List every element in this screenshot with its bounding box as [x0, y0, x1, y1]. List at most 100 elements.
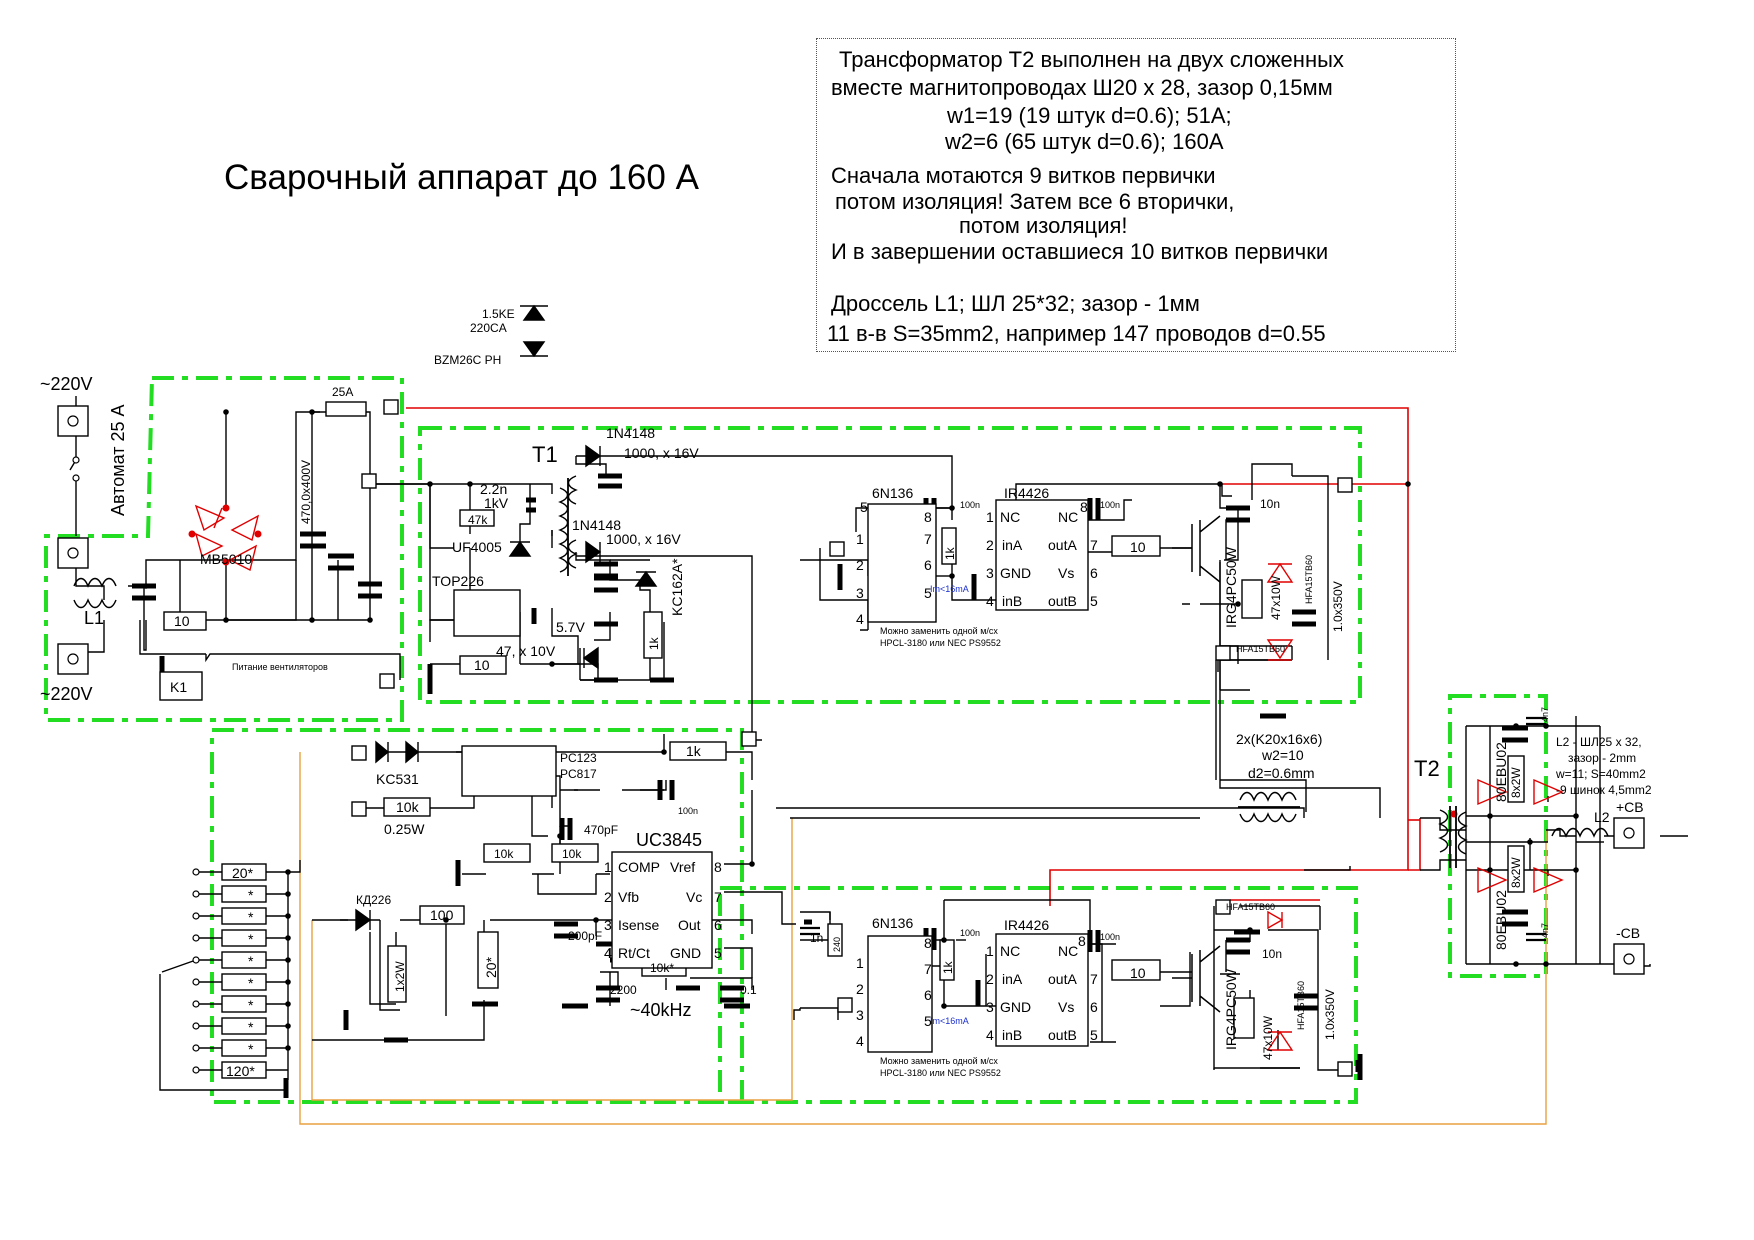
label-c1-350-top: 1.0x350V [1331, 581, 1345, 632]
label-minus: -СВ [1616, 925, 1640, 941]
label-shunt-bot: 120* [226, 1063, 255, 1079]
label-breaker: Автомат 25 А [108, 405, 128, 517]
note-line: И в завершении оставшиеся 10 витков перв… [831, 239, 1329, 264]
svg-text:Rt/Ct: Rt/Ct [618, 945, 650, 961]
label-cap47: 47, x 10V [496, 643, 556, 659]
label-uf4005: UF4005 [452, 539, 502, 555]
svg-text:inB: inB [1002, 1027, 1022, 1043]
svg-text:5: 5 [924, 585, 932, 601]
svg-text:6: 6 [714, 917, 722, 933]
svg-text:7: 7 [924, 961, 932, 977]
svg-text:4: 4 [986, 1027, 994, 1043]
label-l2-2: зазор - 2mm [1568, 751, 1636, 765]
label-80ebu-top: 80EBU02 [1493, 742, 1509, 802]
label-fan: Питание вентиляторов [232, 662, 328, 672]
label-cap-b: 1000, x 16V [606, 531, 681, 547]
windings [73, 475, 1609, 855]
label-freq: ~40kHz [630, 1000, 692, 1020]
label-mains-top: ~220V [40, 374, 93, 394]
label-c100n-c: 100n [960, 928, 980, 938]
label-gdt: 2x(K20x16x6) [1236, 731, 1322, 747]
label-c1-350-bot: 1.0x350V [1323, 989, 1337, 1040]
resistors [163, 401, 1525, 1079]
label-im-top: Im<16mA [930, 584, 969, 594]
label-c4n7-top: 4n7 [1540, 707, 1550, 722]
svg-text:NC: NC [1058, 509, 1078, 525]
svg-text:inB: inB [1002, 593, 1022, 609]
svg-text:NC: NC [1000, 509, 1020, 525]
label-r10-gate-top: 10 [1130, 539, 1146, 555]
label-bridge: MB5010 [200, 551, 252, 567]
label-r10k-comp2: 10k [562, 847, 582, 861]
label-ir-bot: IR4426 [1004, 917, 1049, 933]
label-c10n-top: 10n [1260, 497, 1280, 511]
label-r10: 10 [174, 613, 190, 629]
svg-text:GND: GND [670, 945, 701, 961]
svg-text:8: 8 [924, 509, 932, 525]
svg-text:outA: outA [1048, 971, 1077, 987]
label-r47k: 47k [468, 513, 488, 527]
label-r10k-comp1: 10k [494, 847, 514, 861]
transformer-cores [567, 478, 1457, 868]
label-c200p: 200pF [568, 929, 602, 943]
label-r1k-fb: 1k [686, 743, 702, 759]
label-hfa-bot-b: HFA15TB60 [1296, 981, 1306, 1030]
svg-text:5: 5 [924, 1013, 932, 1029]
svg-text:1: 1 [604, 859, 612, 875]
label-shunt-star: * [248, 975, 254, 991]
label-r1k-bot: 1k [941, 960, 955, 974]
power-wiring [406, 407, 1421, 906]
svg-text:7: 7 [714, 889, 722, 905]
label-r10k-fb: 10k [396, 799, 420, 815]
label-gdt-w2: w2=10 [1261, 747, 1304, 763]
svg-text:5: 5 [714, 945, 722, 961]
svg-text:3: 3 [856, 585, 864, 601]
svg-text:3: 3 [986, 565, 994, 581]
label-shunt-star: * [248, 997, 254, 1013]
svg-text:1: 1 [856, 955, 864, 971]
label-repl1-bot: Можно заменить одной м/сх [880, 1056, 998, 1066]
label-l2: L2 [1594, 809, 1610, 825]
labels: ~220V ~220V Автомат 25 А 25A MB5010 L1 1… [40, 307, 1652, 1079]
label-pc817: PC817 [560, 767, 597, 781]
shunt-taps [72, 456, 200, 1074]
svg-text:2: 2 [986, 537, 994, 553]
label-t2: T2 [1414, 756, 1440, 781]
label-r240: 240 [832, 937, 842, 952]
signal-wiring [299, 752, 1547, 1125]
svg-text:6: 6 [924, 557, 932, 573]
label-tvs1: 1.5KE [482, 307, 515, 321]
note-line: Трансформатор T2 выполнен на двух сложен… [839, 47, 1344, 72]
svg-text:Vref: Vref [670, 859, 695, 875]
label-57v: 5.7V [556, 619, 585, 635]
label-shunt-star: * [248, 953, 254, 969]
label-repl2-top: HPCL-3180 или NEC PS9552 [880, 638, 1001, 648]
label-repl1-top: Можно заменить одной м/сх [880, 626, 998, 636]
label-shunt-star: * [248, 1019, 254, 1035]
label-kc531: KC531 [376, 771, 419, 787]
svg-text:2: 2 [856, 557, 864, 573]
svg-text:Vfb: Vfb [618, 889, 639, 905]
svg-text:1: 1 [856, 531, 864, 547]
svg-text:1: 1 [986, 943, 994, 959]
label-gdt-d2: d2=0.6mm [1248, 765, 1315, 781]
svg-text:Vs: Vs [1058, 565, 1074, 581]
svg-text:inA: inA [1002, 971, 1023, 987]
label-opto-top: 6N136 [872, 485, 913, 501]
svg-text:6: 6 [1090, 565, 1098, 581]
label-ir-top: IR4426 [1004, 485, 1049, 501]
opto-top-pins: 1 2 3 4 8 7 6 5 [856, 509, 932, 627]
label-c100n-fb: 100n [678, 806, 698, 816]
terminal-dots [67, 415, 1635, 965]
label-80ebu-bot: 80EBU02 [1493, 890, 1509, 950]
svg-text:4: 4 [856, 1033, 864, 1049]
label-r10-gate-bot: 10 [1130, 965, 1146, 981]
svg-text:Out: Out [678, 917, 701, 933]
label-r10-aux: 10 [474, 657, 490, 673]
label-uc3845: UC3845 [636, 830, 702, 850]
svg-text:GND: GND [1000, 565, 1031, 581]
svg-text:6: 6 [924, 987, 932, 1003]
thin-cap-plates [800, 716, 1546, 942]
svg-text:5: 5 [1090, 593, 1098, 609]
note-line: w1=19 (19 штук d=0.6); 51А; [947, 103, 1232, 128]
